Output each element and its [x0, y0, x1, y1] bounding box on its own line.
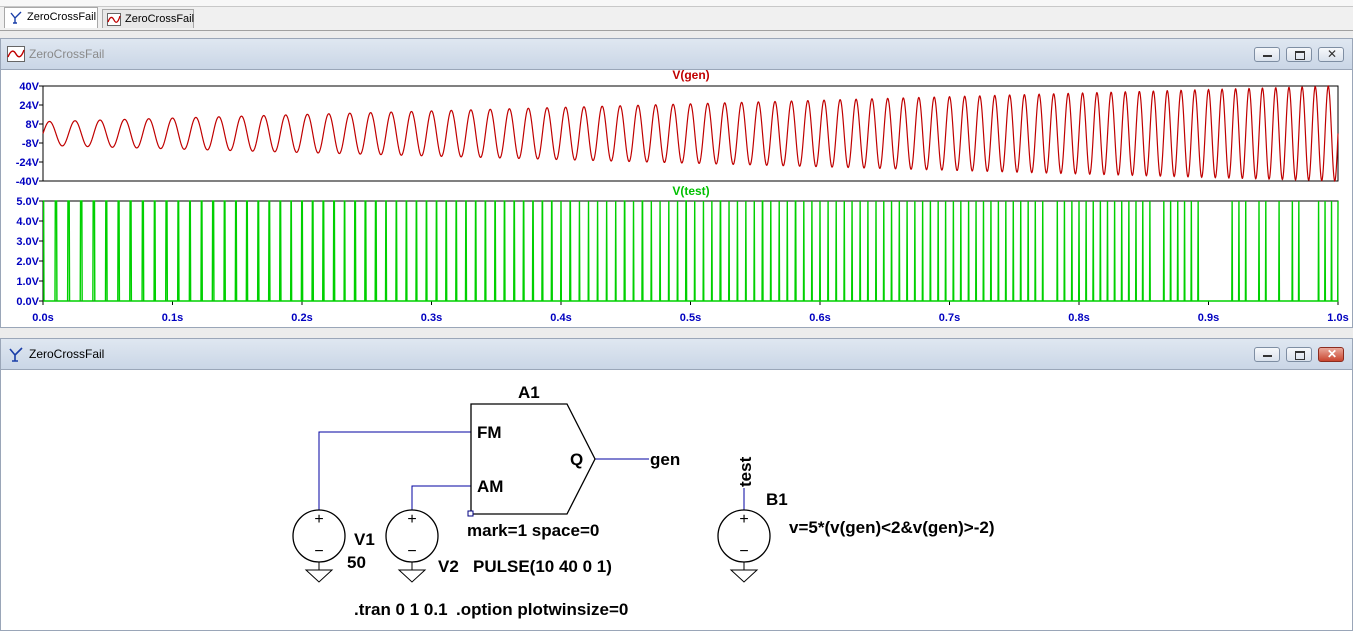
- a1-pin-fm: FM: [477, 423, 502, 442]
- plot-window: ZeroCrossFail ✕ V(gen) V(test) 40V 24V 8V -…: [0, 38, 1353, 328]
- net-label-gen[interactable]: gen: [650, 450, 680, 469]
- v1-name[interactable]: V1: [354, 530, 375, 549]
- waveform-icon: [107, 13, 121, 26]
- schematic-window-title: ZeroCrossFail: [29, 347, 105, 361]
- gen-y-tick-label: 8V: [26, 119, 40, 131]
- svg-text:−: −: [739, 543, 748, 560]
- a1-params[interactable]: mark=1 space=0: [467, 521, 599, 540]
- a1-label[interactable]: A1: [518, 383, 540, 402]
- x-tick-label: 0.2s: [291, 312, 312, 324]
- maximize-button[interactable]: [1286, 347, 1312, 362]
- v2-name[interactable]: V2: [438, 557, 459, 576]
- plot-window-title: ZeroCrossFail: [29, 47, 105, 61]
- gen-y-tick-label: -24V: [16, 157, 40, 169]
- test-y-tick-label: 3.0V: [16, 236, 39, 248]
- gen-y-tick-label: -40V: [16, 176, 40, 188]
- x-tick-label: 0.7s: [939, 312, 960, 324]
- v1-voltage-source[interactable]: + −: [292, 509, 346, 583]
- tab-waveform[interactable]: ZeroCrossFail: [102, 9, 194, 28]
- b1-behavioral-source[interactable]: + −: [717, 509, 771, 583]
- a1-pin-am: AM: [477, 477, 503, 496]
- x-tick-label: 0.9s: [1198, 312, 1219, 324]
- x-tick-label: 0.4s: [550, 312, 571, 324]
- tab-schematic[interactable]: ZeroCrossFail: [4, 7, 98, 28]
- svg-text:+: +: [314, 511, 323, 528]
- x-tick-label: 0.8s: [1068, 312, 1089, 324]
- net-label-test[interactable]: test: [736, 456, 755, 487]
- schematic-icon: [9, 347, 23, 362]
- gen-y-tick-label: 40V: [19, 81, 39, 93]
- schematic-canvas[interactable]: A1 FM AM Q mark=1 space=0 gen test + − V…: [1, 370, 1352, 630]
- v1-value[interactable]: 50: [347, 553, 366, 572]
- x-tick-label: 0.6s: [809, 312, 830, 324]
- a1-pin-marker: [467, 510, 474, 517]
- test-trace[interactable]: [42, 200, 1339, 302]
- b1-name[interactable]: B1: [766, 490, 788, 509]
- tab-label: ZeroCrossFail: [125, 13, 195, 25]
- wires: [318, 431, 745, 510]
- test-y-tick-label: 5.0V: [16, 196, 39, 208]
- gen-y-axis: 40V 24V 8V -8V -24V -40V: [16, 81, 43, 188]
- tran-directive[interactable]: .tran 0 1 0.1: [354, 600, 448, 619]
- minimize-button[interactable]: [1254, 347, 1280, 362]
- maximize-button[interactable]: [1286, 47, 1312, 62]
- test-y-tick-label: 1.0V: [16, 276, 39, 288]
- toolbar-strip: [0, 0, 1353, 7]
- close-button[interactable]: ✕: [1318, 347, 1344, 362]
- v2-value[interactable]: PULSE(10 40 0 1): [473, 557, 612, 576]
- x-tick-label: 0.3s: [421, 312, 442, 324]
- svg-text:−: −: [314, 543, 323, 560]
- test-trace-title[interactable]: V(test): [672, 184, 709, 198]
- a1-modulator-block[interactable]: [470, 403, 596, 515]
- waveform-plot[interactable]: V(gen) V(test) 40V 24V 8V -8V -24V -40V 5.0V 4…: [1, 70, 1352, 328]
- minimize-button[interactable]: [1254, 47, 1280, 62]
- gen-trace[interactable]: [42, 85, 1339, 183]
- svg-text:+: +: [407, 511, 416, 528]
- gen-trace-title[interactable]: V(gen): [672, 70, 709, 82]
- x-tick-label: 0.0s: [32, 312, 53, 324]
- x-tick-label: 0.5s: [680, 312, 701, 324]
- x-tick-label: 0.1s: [162, 312, 183, 324]
- test-y-axis: 5.0V 4.0V 3.0V 2.0V 1.0V 0.0V: [16, 196, 43, 308]
- document-tab-bar: ZeroCrossFail ZeroCrossFail: [0, 0, 1353, 31]
- plot-window-titlebar[interactable]: ZeroCrossFail ✕: [1, 39, 1352, 70]
- svg-text:+: +: [739, 511, 748, 528]
- schematic-icon: [10, 11, 22, 24]
- x-axis: 0.0s 0.1s 0.2s 0.3s 0.4s 0.5s 0.6s 0.7s 0.8s 0.9s…: [32, 301, 1349, 324]
- schematic-window-titlebar[interactable]: ZeroCrossFail ✕: [1, 339, 1352, 370]
- v2-voltage-source[interactable]: + −: [385, 509, 439, 583]
- test-y-tick-label: 0.0V: [16, 296, 39, 308]
- option-directive[interactable]: .option plotwinsize=0: [456, 600, 628, 619]
- gen-plot-pane[interactable]: [42, 85, 1339, 182]
- gen-y-tick-label: -8V: [22, 138, 40, 150]
- a1-pin-q: Q: [570, 450, 583, 469]
- gen-y-tick-label: 24V: [19, 100, 39, 112]
- test-y-tick-label: 2.0V: [16, 256, 39, 268]
- svg-text:−: −: [407, 543, 416, 560]
- b1-expression[interactable]: v=5*(v(gen)<2&v(gen)>-2): [789, 518, 994, 537]
- close-button[interactable]: ✕: [1318, 47, 1344, 62]
- tab-label: ZeroCrossFail: [27, 11, 97, 23]
- waveform-icon: [7, 46, 25, 62]
- schematic-window: ZeroCrossFail ✕ A1 FM AM Q mark=1 space=…: [0, 338, 1353, 631]
- test-y-tick-label: 4.0V: [16, 216, 39, 228]
- x-tick-label: 1.0s: [1327, 312, 1348, 324]
